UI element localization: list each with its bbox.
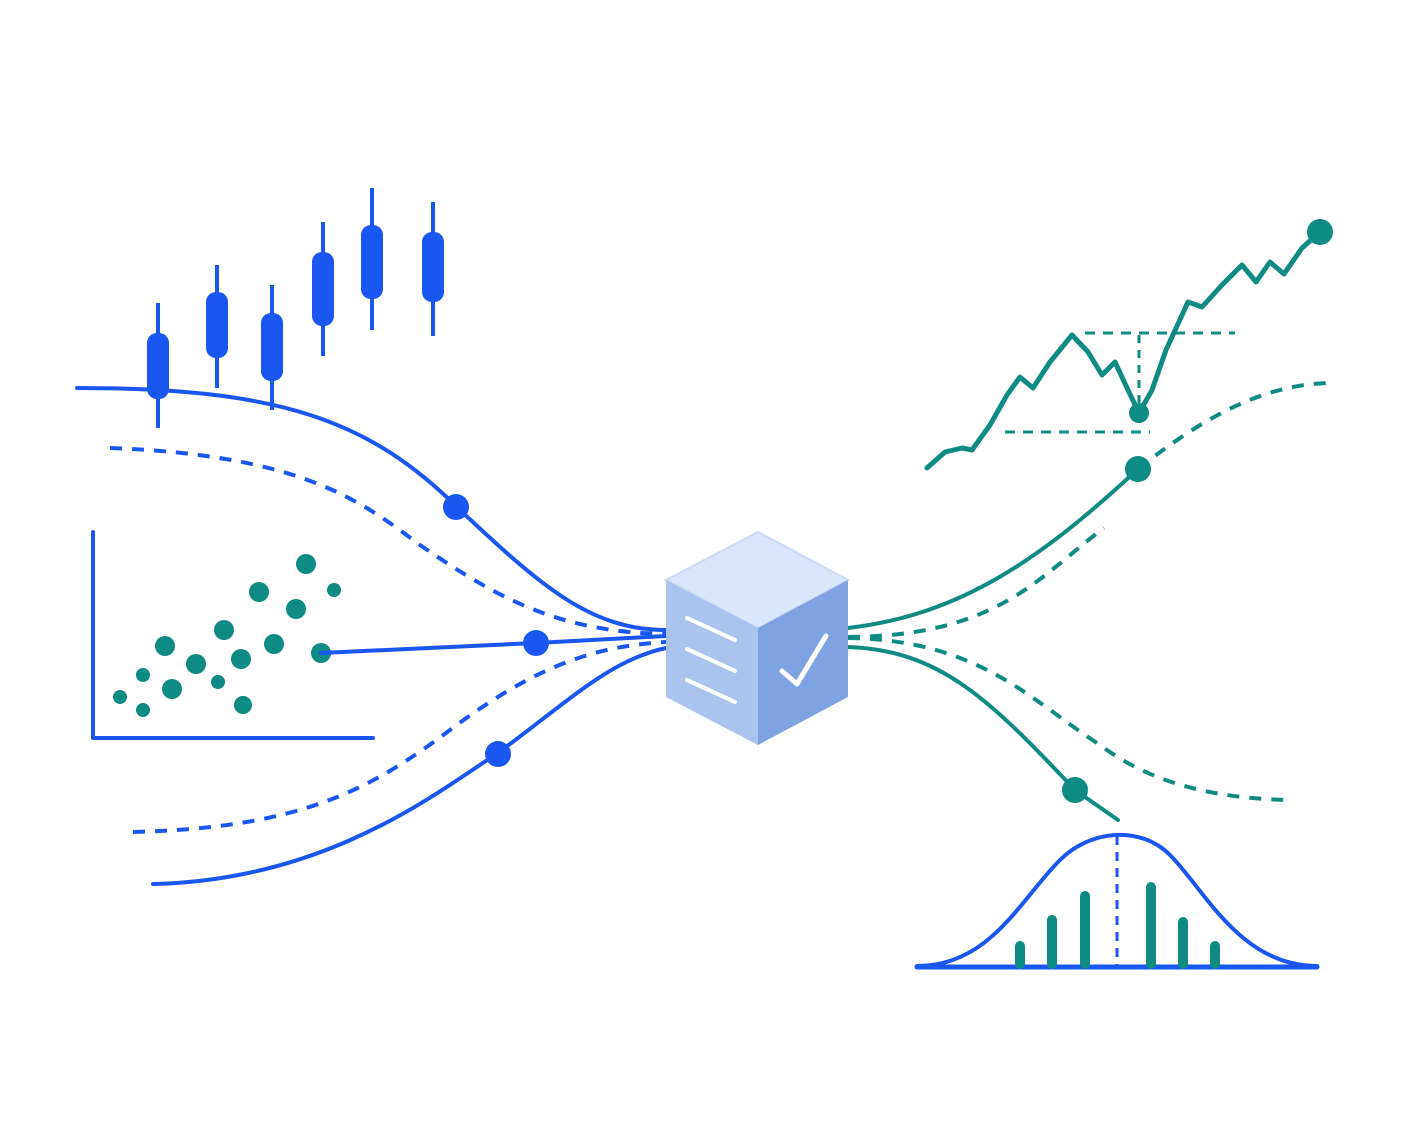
bell-curve bbox=[915, 833, 1319, 968]
scatter-point bbox=[286, 599, 306, 619]
connector-line bbox=[75, 386, 668, 632]
scatter-point bbox=[113, 690, 127, 704]
list-lines-icon bbox=[685, 616, 737, 704]
candle bbox=[361, 188, 383, 330]
connector-dashed-line bbox=[847, 636, 1286, 802]
connector-line bbox=[846, 645, 1120, 822]
scatter-point bbox=[214, 620, 234, 640]
scatter-point bbox=[296, 554, 316, 574]
candle bbox=[261, 285, 283, 410]
connector-dashed-line bbox=[1136, 381, 1329, 471]
connector-line bbox=[151, 646, 668, 886]
histogram-bars bbox=[1015, 882, 1220, 969]
candle bbox=[206, 265, 228, 388]
scatter-point bbox=[231, 649, 251, 669]
left-connectors bbox=[75, 386, 668, 886]
scatter-point bbox=[211, 675, 225, 689]
connector-dashed-line bbox=[109, 446, 667, 636]
scatter-axes bbox=[91, 530, 375, 740]
scatter-point bbox=[162, 679, 182, 699]
connector-node bbox=[485, 741, 511, 767]
candlestick-chart bbox=[147, 188, 444, 428]
connector-node bbox=[1062, 777, 1088, 803]
scatter-points bbox=[113, 554, 341, 717]
connector-line bbox=[319, 634, 668, 655]
candle bbox=[422, 202, 444, 336]
scatter-point bbox=[234, 696, 252, 714]
candle bbox=[147, 303, 169, 428]
scatter-point bbox=[264, 634, 284, 654]
central-cube bbox=[663, 530, 851, 745]
connector-line bbox=[846, 467, 1140, 630]
endpoint-marker bbox=[1307, 219, 1333, 245]
connector-dashed-line bbox=[132, 640, 667, 834]
connector-node bbox=[1125, 456, 1151, 482]
trough-marker bbox=[1129, 403, 1149, 423]
scatter-point bbox=[186, 654, 206, 674]
connector-dashed-line bbox=[847, 526, 1106, 639]
scatter-point bbox=[155, 636, 175, 656]
connector-node bbox=[523, 630, 549, 656]
distribution-histogram bbox=[914, 833, 1320, 970]
line-chart-with-drawdown bbox=[924, 219, 1333, 471]
scatter-point bbox=[136, 703, 150, 717]
price-line bbox=[924, 229, 1323, 471]
candle bbox=[312, 222, 334, 356]
scatter-point bbox=[249, 582, 269, 602]
right-connectors bbox=[846, 381, 1329, 822]
scatter-point bbox=[327, 583, 341, 597]
connector-node bbox=[443, 494, 469, 520]
scatter-point bbox=[136, 668, 150, 682]
cube-right-face bbox=[758, 580, 848, 745]
checkmark-icon bbox=[779, 633, 829, 687]
scatter-plot bbox=[91, 530, 375, 740]
